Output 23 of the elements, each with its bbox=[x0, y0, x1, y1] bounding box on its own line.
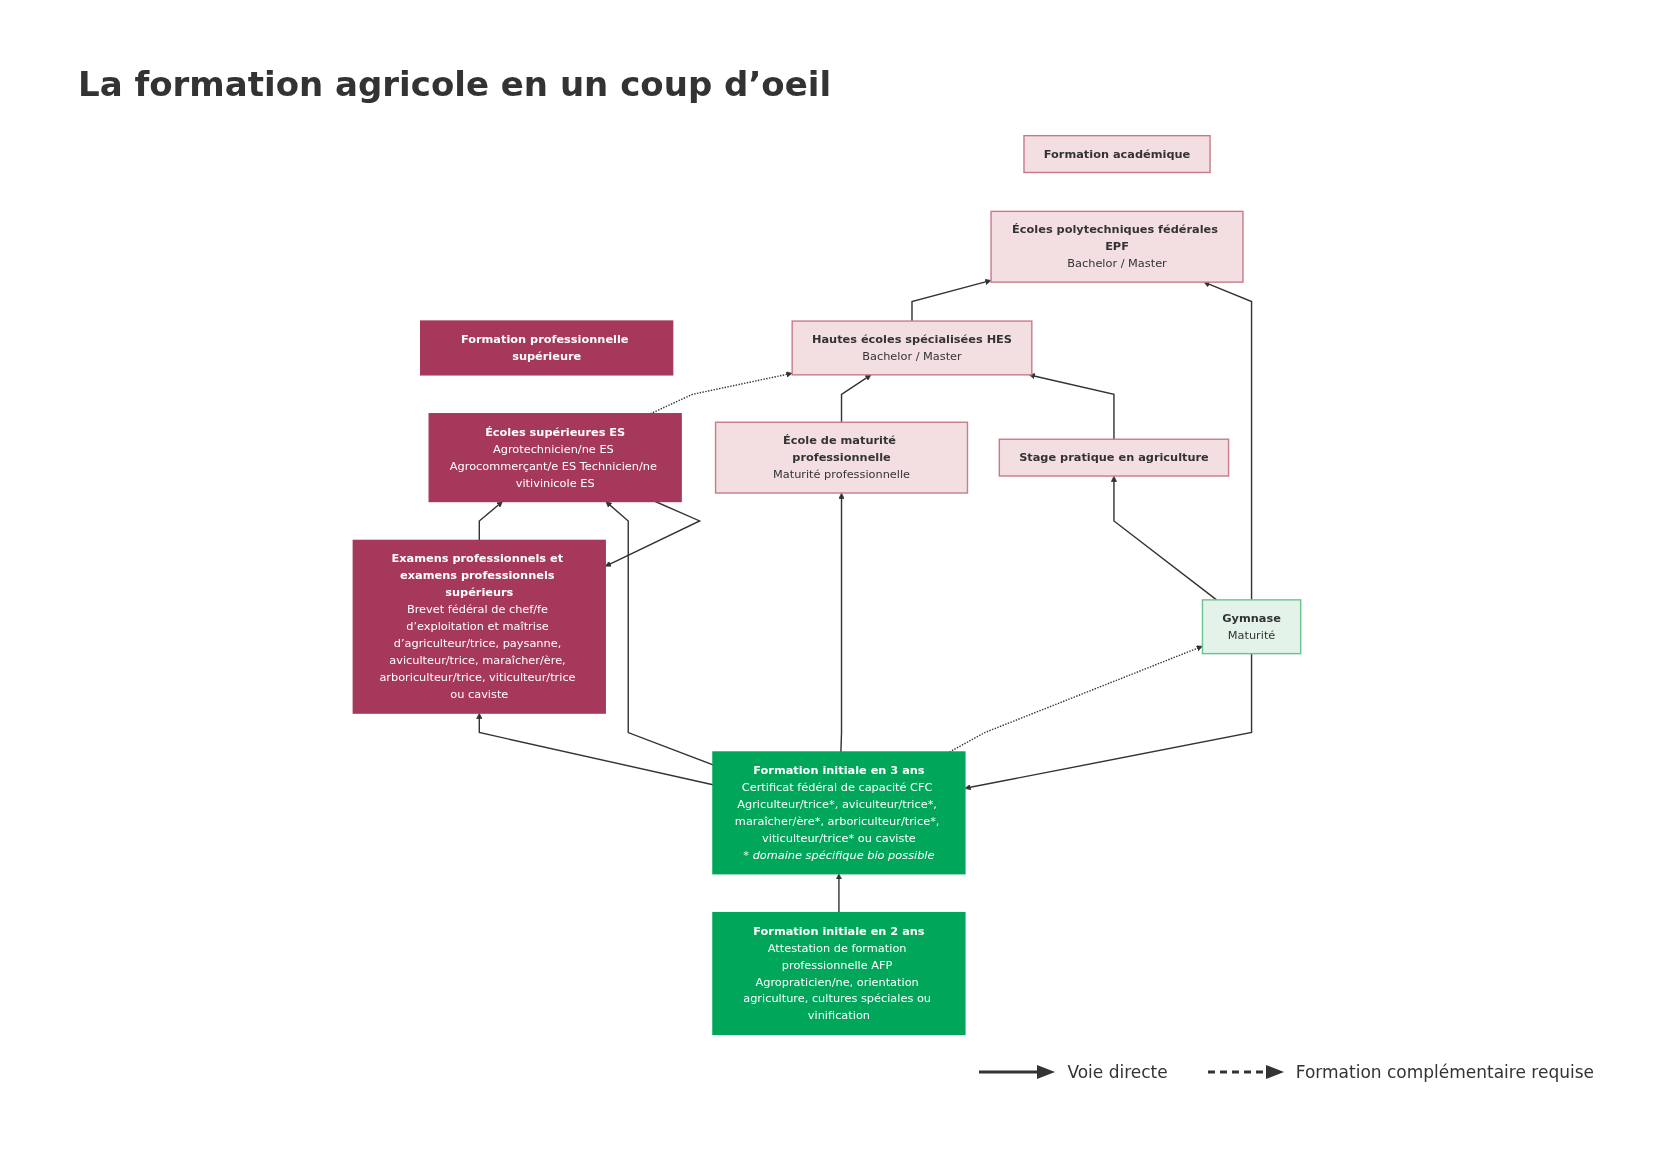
arrow bbox=[1203, 281, 1253, 601]
node-box: Formation professionnelle supérieure bbox=[420, 320, 674, 376]
node-box: Formation académique bbox=[1023, 134, 1211, 174]
node-box: Écoles supérieures ES Agrotechnicien/ne ES Agrocommerçant/e ES Technicien/ne vitivinicole ES bbox=[428, 413, 682, 503]
arrow bbox=[838, 492, 845, 753]
node-box: École de maturité professionnelle Maturité professionnelle bbox=[714, 421, 969, 494]
node-box: Stage pratique en agriculture bbox=[998, 438, 1230, 477]
diagram-title: La formation agricole en un coup d’oeil bbox=[78, 64, 832, 104]
node-box: Formation initiale en 2 ans Attestation de formation professionnelle AFP Agropraticien/ne, orientation agriculture, cultures spéciales ou vinification bbox=[712, 911, 966, 1036]
arrow bbox=[964, 652, 1253, 791]
node-box: Formation initiale en 3 ans Certificat fédéral de capacité CFC Agriculteur/trice*, aviculteur/trice*, maraîcher/ère*, arboriculteur/trice*, viticulteur/trice* ou caviste * domaine spécifique bio possible bbox=[712, 751, 966, 875]
node-box: Examens professionnels et examens professionnels supérieurs Brevet fédéral de chef/fe d’exploitation et maîtrise d’agriculteur/trice, paysanne, aviculteur/trice, maraîcher/ère, arboriculteur/trice, viticulteur/trice ou caviste bbox=[352, 539, 606, 714]
arrow bbox=[840, 374, 872, 423]
arrow bbox=[911, 278, 992, 322]
node-box: Écoles polytechniques fédérales EPF Bachelor / Master bbox=[990, 210, 1244, 283]
arrow bbox=[835, 873, 843, 914]
legend-text: Formation complémentaire requise bbox=[1295, 1062, 1594, 1082]
arrow bbox=[478, 501, 503, 542]
node-box: Hautes écoles spécialisées HES Bachelor / Master bbox=[791, 320, 1033, 376]
node-box: Gymnase Maturité bbox=[1201, 599, 1302, 655]
legend-text: Voie directe bbox=[1067, 1062, 1168, 1082]
arrow bbox=[1110, 475, 1218, 601]
arrow bbox=[1028, 373, 1115, 440]
